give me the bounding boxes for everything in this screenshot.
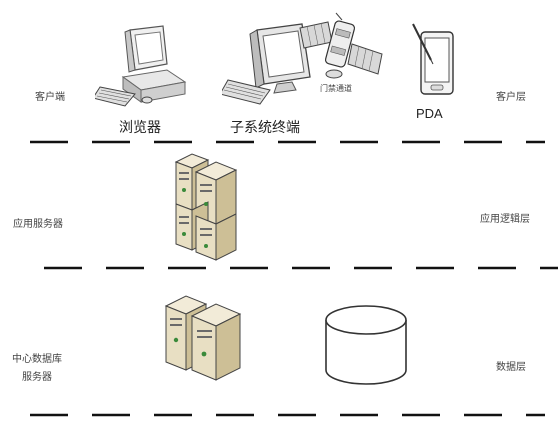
pda-icon bbox=[412, 23, 454, 95]
access-channel-label: 门禁通道 bbox=[320, 84, 352, 93]
db-server-icon bbox=[164, 295, 242, 381]
subsystem-terminal-label: 子系统终端 bbox=[230, 120, 300, 136]
client-tier-label: 客户端 bbox=[35, 92, 65, 103]
data-layer-label: 数据层 bbox=[496, 362, 526, 373]
db-server-label-line1: 中心数据库 bbox=[12, 354, 62, 365]
database-cylinder-icon bbox=[325, 305, 407, 385]
separator-bottom bbox=[30, 413, 545, 417]
browser-label: 浏览器 bbox=[119, 120, 161, 136]
satellite-icon bbox=[299, 12, 383, 79]
app-logic-layer-label: 应用逻辑层 bbox=[480, 214, 530, 225]
db-server-label-line2: 服务器 bbox=[22, 372, 52, 383]
pda-label: PDA bbox=[416, 106, 443, 121]
app-server-tier-label: 应用服务器 bbox=[13, 219, 63, 230]
client-layer-label: 客户层 bbox=[496, 92, 526, 103]
separator-app-data bbox=[44, 266, 558, 270]
db-server-tier-label: 中心数据库 服务器 bbox=[12, 350, 62, 383]
server-stack-icon bbox=[174, 153, 238, 261]
monitor-keyboard-icon bbox=[222, 23, 311, 105]
separator-client-app bbox=[30, 140, 545, 144]
desktop-computer-icon bbox=[95, 25, 187, 107]
